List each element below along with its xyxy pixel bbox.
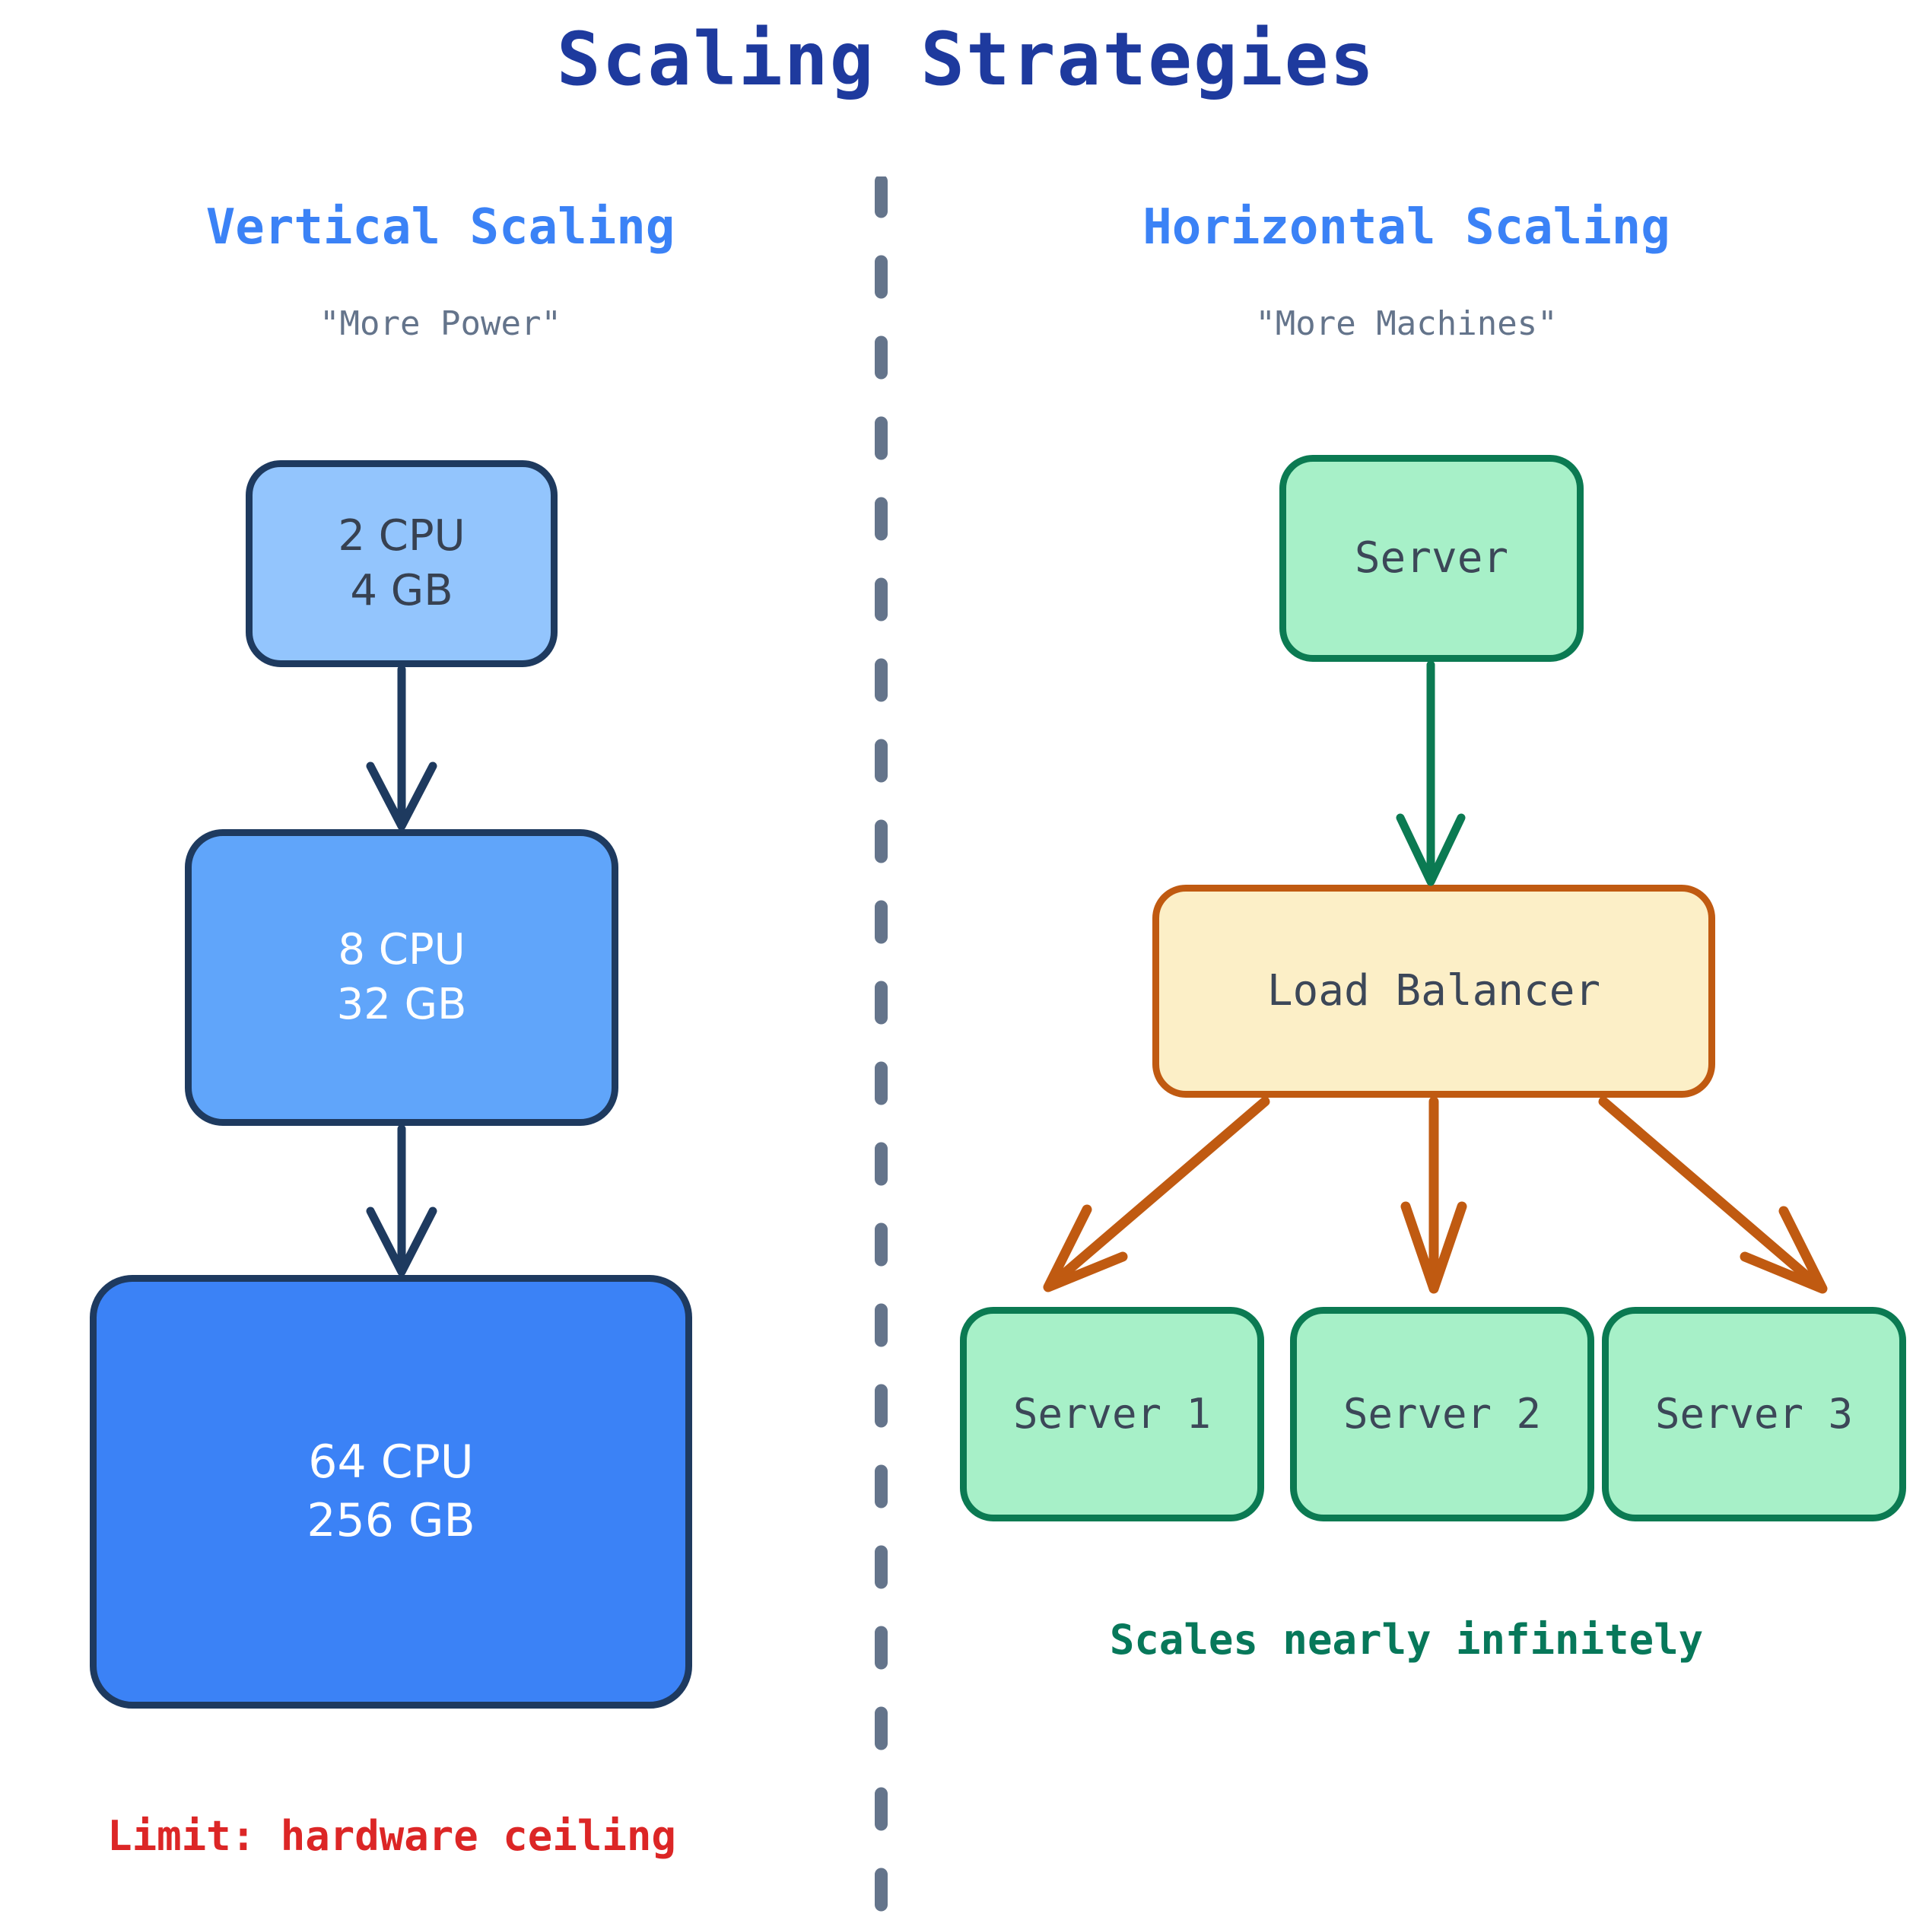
vertical-node-medium-ram: 32 GB: [336, 980, 467, 1029]
horizontal-footnote: Scales nearly infinitely: [1109, 1616, 1704, 1664]
vertical-node-large[interactable]: 64 CPU 256 GB: [90, 1275, 692, 1709]
vertical-node-medium[interactable]: 8 CPU 32 GB: [185, 829, 618, 1126]
server-node-1[interactable]: Server 1: [960, 1307, 1264, 1521]
vertical-node-large-ram: 256 GB: [307, 1494, 475, 1547]
vertical-node-medium-cpu: 8 CPU: [338, 925, 466, 975]
vertical-node-small-ram: 4 GB: [350, 566, 453, 615]
arrow-vertical-1to2: [366, 665, 437, 831]
load-balancer-node[interactable]: Load Balancer: [1152, 885, 1715, 1098]
vertical-node-small[interactable]: 2 CPU 4 GB: [246, 460, 558, 667]
column-title-horizontal: Horizontal Scaling: [1142, 199, 1670, 256]
column-subtitle-horizontal: "More Machines": [1255, 304, 1558, 343]
load-balancer-label: Load Balancer: [1266, 966, 1601, 1016]
server-node-2-label: Server 2: [1343, 1390, 1542, 1439]
server-node-3[interactable]: Server 3: [1602, 1307, 1906, 1521]
column-title-vertical: Vertical Scaling: [205, 199, 675, 256]
arrow-server-to-load-balancer: [1396, 660, 1466, 886]
origin-server-node[interactable]: Server: [1279, 455, 1584, 662]
vertical-footnote: Limit: hardware ceiling: [107, 1812, 676, 1860]
vertical-node-large-cpu: 64 CPU: [308, 1435, 474, 1489]
server-node-2[interactable]: Server 2: [1290, 1307, 1594, 1521]
arrow-lb-to-server-2: [1400, 1096, 1467, 1294]
arrow-lb-to-server-1: [1043, 1096, 1270, 1292]
server-node-3-label: Server 3: [1654, 1390, 1854, 1439]
server-node-1-label: Server 1: [1012, 1390, 1212, 1439]
arrow-lb-to-server-3: [1598, 1096, 1828, 1294]
vertical-node-small-cpu: 2 CPU: [338, 511, 466, 561]
origin-server-label: Server: [1354, 533, 1509, 583]
arrow-vertical-2to3: [366, 1124, 437, 1276]
column-subtitle-vertical: "More Power": [319, 304, 561, 343]
page-title: Scaling Strategies: [556, 17, 1376, 102]
